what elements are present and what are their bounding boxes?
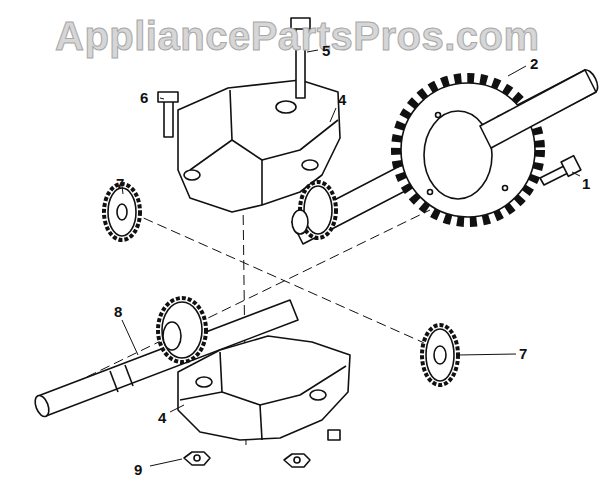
callout-number: 5 <box>322 43 330 58</box>
callout-number: 2 <box>530 56 538 71</box>
callout-number: 9 <box>134 462 142 477</box>
callout-number: 6 <box>140 90 148 105</box>
watermark: AppliancePartsPros.com <box>55 16 540 56</box>
callout-number: 4 <box>158 410 166 425</box>
callout-number: 8 <box>114 304 122 319</box>
callout-number: 7 <box>519 346 527 361</box>
callout-number: 4 <box>338 92 346 107</box>
callout-number: 7 <box>116 176 124 191</box>
callout-number: 1 <box>582 176 590 191</box>
